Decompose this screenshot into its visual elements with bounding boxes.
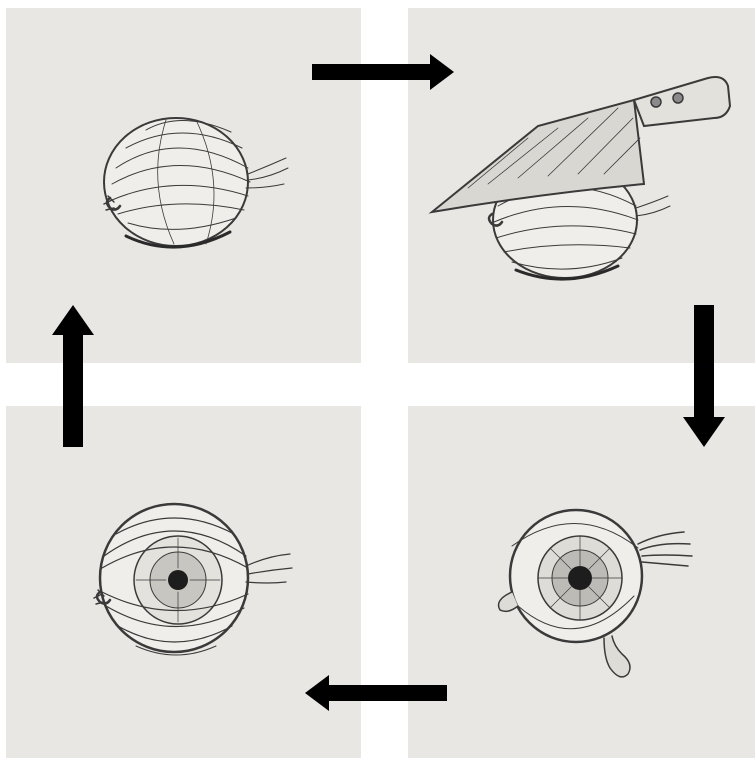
arrow-up-icon bbox=[52, 305, 94, 447]
arrow-right-icon bbox=[312, 54, 454, 90]
arrow-left-icon bbox=[305, 675, 447, 711]
panel-crying-eyeball bbox=[408, 406, 755, 758]
teary-eye-sketch-icon bbox=[408, 406, 755, 758]
arrow-down-icon bbox=[683, 305, 725, 447]
